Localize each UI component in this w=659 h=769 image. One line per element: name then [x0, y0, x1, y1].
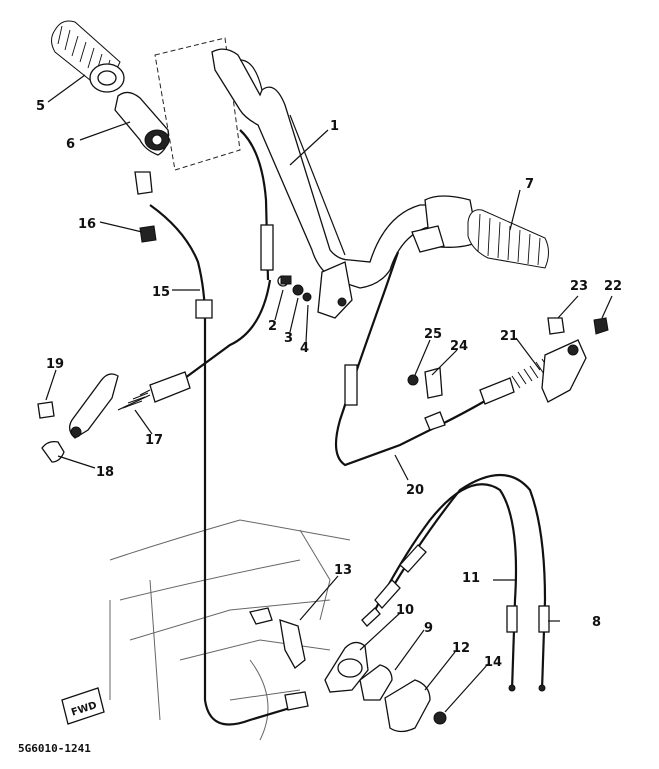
callout-5: 5	[36, 99, 45, 114]
callout-7: 7	[525, 177, 534, 192]
lower-lever-housing	[249, 607, 447, 733]
callout-24: 24	[450, 339, 468, 354]
callout-25: 25	[424, 327, 442, 342]
left-grip	[51, 20, 125, 93]
callout-4: 4	[300, 341, 309, 356]
bolt-16	[139, 225, 157, 243]
callout-23: 23	[570, 279, 588, 294]
callout-22: 22	[604, 279, 622, 294]
callout-2: 2	[268, 319, 277, 334]
handlebar	[211, 48, 441, 319]
drawing-code: 5G6010-1241	[18, 742, 91, 755]
callout-8: 8	[592, 615, 601, 630]
leader-lines	[45, 74, 613, 713]
chassis-outline	[109, 519, 351, 741]
right-grip	[411, 195, 549, 269]
callout-3: 3	[284, 331, 293, 346]
callout-21: 21	[500, 329, 518, 344]
throttle-housing	[114, 91, 170, 195]
small-hardware	[277, 275, 312, 302]
center-cable	[239, 129, 274, 281]
callout-14: 14	[484, 655, 502, 670]
throttle-cable	[149, 204, 309, 726]
brake-cable	[334, 251, 491, 467]
callout-19: 19	[46, 357, 64, 372]
callout-1: 1	[330, 119, 339, 134]
long-cables	[361, 473, 550, 692]
callout-10: 10	[396, 603, 414, 618]
callout-13: 13	[334, 563, 352, 578]
choke-cable	[117, 279, 272, 411]
callout-labels: 1 2 3 4 5 6 7 8 9 10 11 12 13 14 15 16 1…	[36, 99, 622, 670]
callout-20: 20	[406, 483, 424, 498]
brake-adjuster	[479, 339, 587, 405]
bracket-24-25	[407, 367, 443, 399]
callout-11: 11	[462, 571, 480, 586]
fwd-direction-marker: FWD	[61, 687, 105, 725]
callout-15: 15	[152, 285, 170, 300]
callout-9: 9	[424, 621, 433, 636]
callout-6: 6	[66, 137, 75, 152]
callout-18: 18	[96, 465, 114, 480]
callout-12: 12	[452, 641, 470, 656]
callout-17: 17	[145, 433, 163, 448]
lever-assembly-left	[37, 373, 119, 463]
callout-16: 16	[78, 217, 96, 232]
pin-and-clip	[547, 317, 609, 335]
